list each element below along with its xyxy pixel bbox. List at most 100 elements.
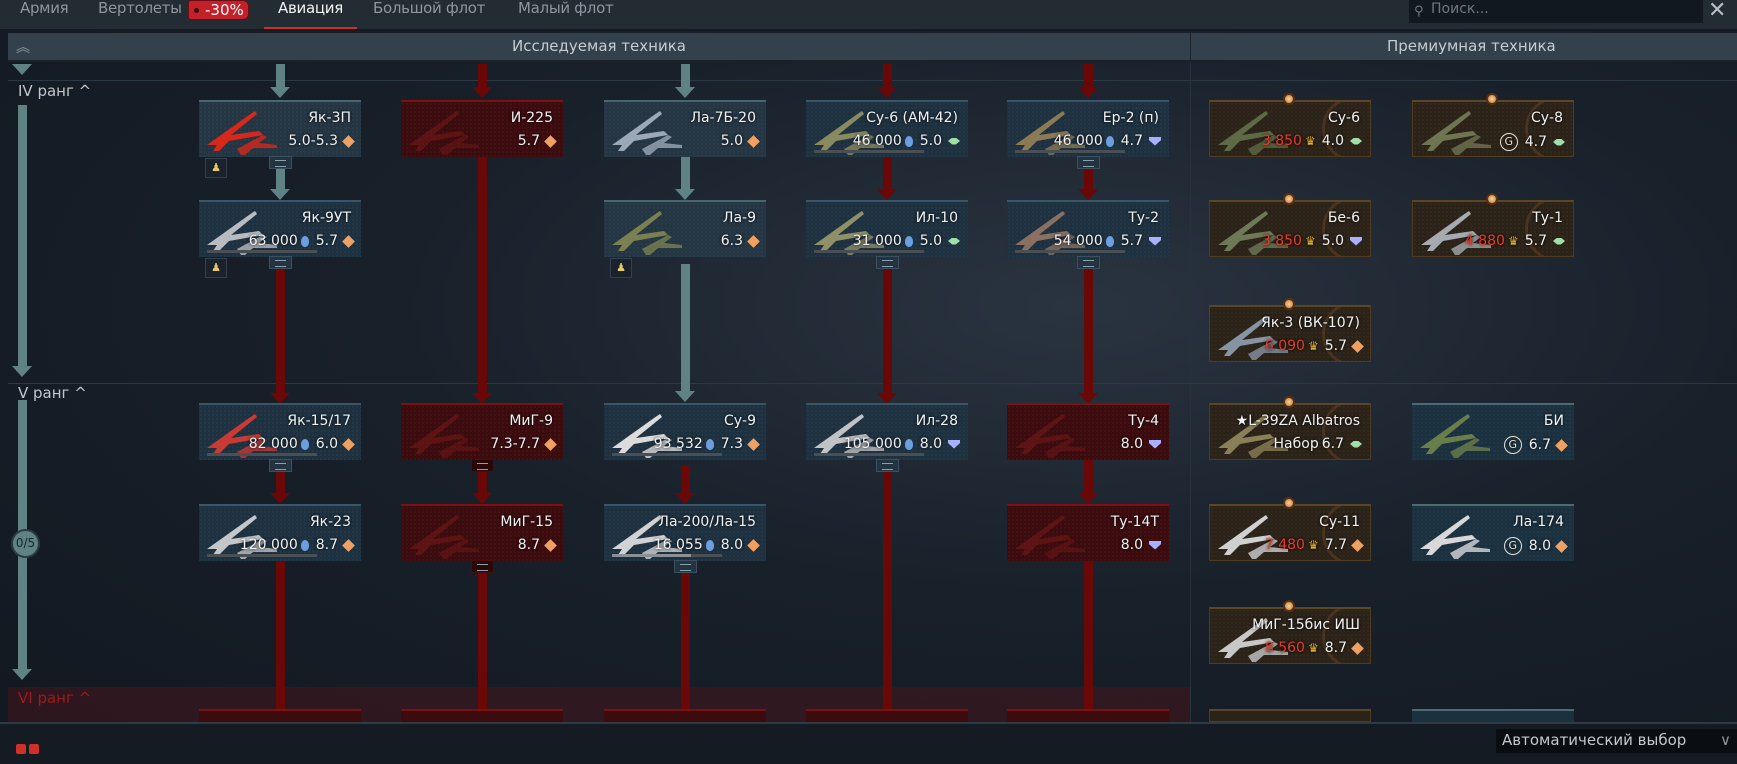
vehicle-card-partial[interactable] <box>199 709 361 722</box>
group-expand-button[interactable] <box>269 459 292 472</box>
bomber-role-icon <box>1149 236 1161 246</box>
connector-line <box>276 560 285 722</box>
group-expand-button[interactable] <box>876 459 899 472</box>
vehicle-stats: 3 850♛5.0 <box>1262 233 1362 249</box>
group-expand-button[interactable] <box>471 560 494 573</box>
vehicle-card[interactable]: Як-3 (ВК-107)6 090♛5.7 <box>1209 305 1371 362</box>
fighter-role-icon <box>1555 438 1568 452</box>
group-expand-button[interactable] <box>471 459 494 472</box>
vehicle-stats: 120 000 8.7 <box>239 537 355 553</box>
aircraft-thumbnail <box>1415 205 1510 256</box>
aircraft-thumbnail <box>606 105 701 157</box>
filter-icon[interactable] <box>16 744 26 754</box>
vehicle-cost: 120 000 <box>239 537 298 553</box>
rank-vi-label[interactable]: VI ранг ^ <box>18 689 91 707</box>
connector-line <box>478 157 487 394</box>
connector-line <box>478 462 487 494</box>
arrow-head-icon <box>877 87 897 98</box>
vehicle-card[interactable]: Ла-200/Ла-15 16 055 8.0 <box>604 504 766 561</box>
arrow-head-icon <box>270 87 290 98</box>
vehicle-cost: 16 055 <box>653 537 703 553</box>
aircraft-image <box>409 414 479 458</box>
fighter-role-icon <box>747 234 760 248</box>
tab-helicopters[interactable]: Вертолеты <box>98 0 182 17</box>
arrow-head-icon <box>877 189 897 200</box>
crew-slot-icon[interactable]: ♟ <box>205 158 227 178</box>
bottom-bar <box>0 722 1737 764</box>
connector-line <box>1084 64 1093 88</box>
vehicle-card-partial[interactable] <box>1412 709 1574 722</box>
collapse-all-icon[interactable]: ︽ <box>16 40 30 56</box>
attacker-role-icon <box>1553 138 1565 146</box>
bomber-role-icon <box>1350 236 1362 246</box>
fighter-role-icon <box>544 538 557 552</box>
tab-army[interactable]: Армия <box>20 0 69 17</box>
vehicle-card-partial[interactable] <box>1007 709 1169 722</box>
vehicle-card-partial[interactable] <box>401 709 563 722</box>
group-expand-button[interactable] <box>674 560 697 573</box>
tab-aviation[interactable]: Авиация <box>264 0 357 29</box>
tab-bluewater-fleet[interactable]: Большой флот <box>373 0 486 17</box>
battle-rating: 8.7 <box>315 537 338 553</box>
arrow-head-icon <box>675 189 695 200</box>
rank-progress-badge: 0/5 <box>11 529 40 558</box>
fighter-role-icon <box>342 538 355 552</box>
rank-v-label[interactable]: V ранг ^ <box>18 384 87 402</box>
rank-iv-label[interactable]: IV ранг ^ <box>18 82 91 100</box>
vehicle-card-partial[interactable] <box>806 709 968 722</box>
crew-slot-icon[interactable]: ♟ <box>205 258 227 278</box>
vehicle-name: Ла-200/Ла-15 <box>658 514 756 530</box>
premium-emblem-icon <box>1525 202 1573 256</box>
group-expand-button[interactable] <box>1077 256 1100 269</box>
vehicle-card-partial[interactable] <box>604 709 766 722</box>
vehicle-name: Як-3 (ВК-107) <box>1261 315 1360 331</box>
close-icon[interactable]: ✕ <box>1708 0 1727 23</box>
dropdown-value: Автоматический выбор <box>1502 731 1687 749</box>
arrow-head-icon <box>12 366 32 377</box>
chevron-up-icon: ^ <box>78 689 92 707</box>
connector-line <box>276 465 285 494</box>
group-expand-button[interactable] <box>1077 156 1100 169</box>
crew-slot-icon[interactable]: ♟ <box>610 258 632 278</box>
squadron-currency-icon: G <box>1503 537 1522 555</box>
group-expand-button[interactable] <box>876 256 899 269</box>
vehicle-name: Як-15/17 <box>287 413 351 429</box>
vehicle-card-partial[interactable] <box>1209 709 1371 722</box>
search-input[interactable]: ⚲ Поиск... <box>1409 0 1703 23</box>
battle-rating: 8.0 <box>720 537 743 553</box>
discount-icon[interactable] <box>29 744 39 754</box>
group-expand-button[interactable] <box>269 256 292 269</box>
group-expand-button[interactable] <box>269 156 292 169</box>
battle-rating: 7.3-7.7 <box>490 436 540 452</box>
tab-coastal-fleet[interactable]: Малый флот <box>518 0 614 17</box>
vehicle-selection-dropdown[interactable]: Автоматический выбор ∨ <box>1496 729 1737 753</box>
vehicle-name: МиГ-15 <box>500 514 553 530</box>
research-progress-bar <box>814 150 924 153</box>
